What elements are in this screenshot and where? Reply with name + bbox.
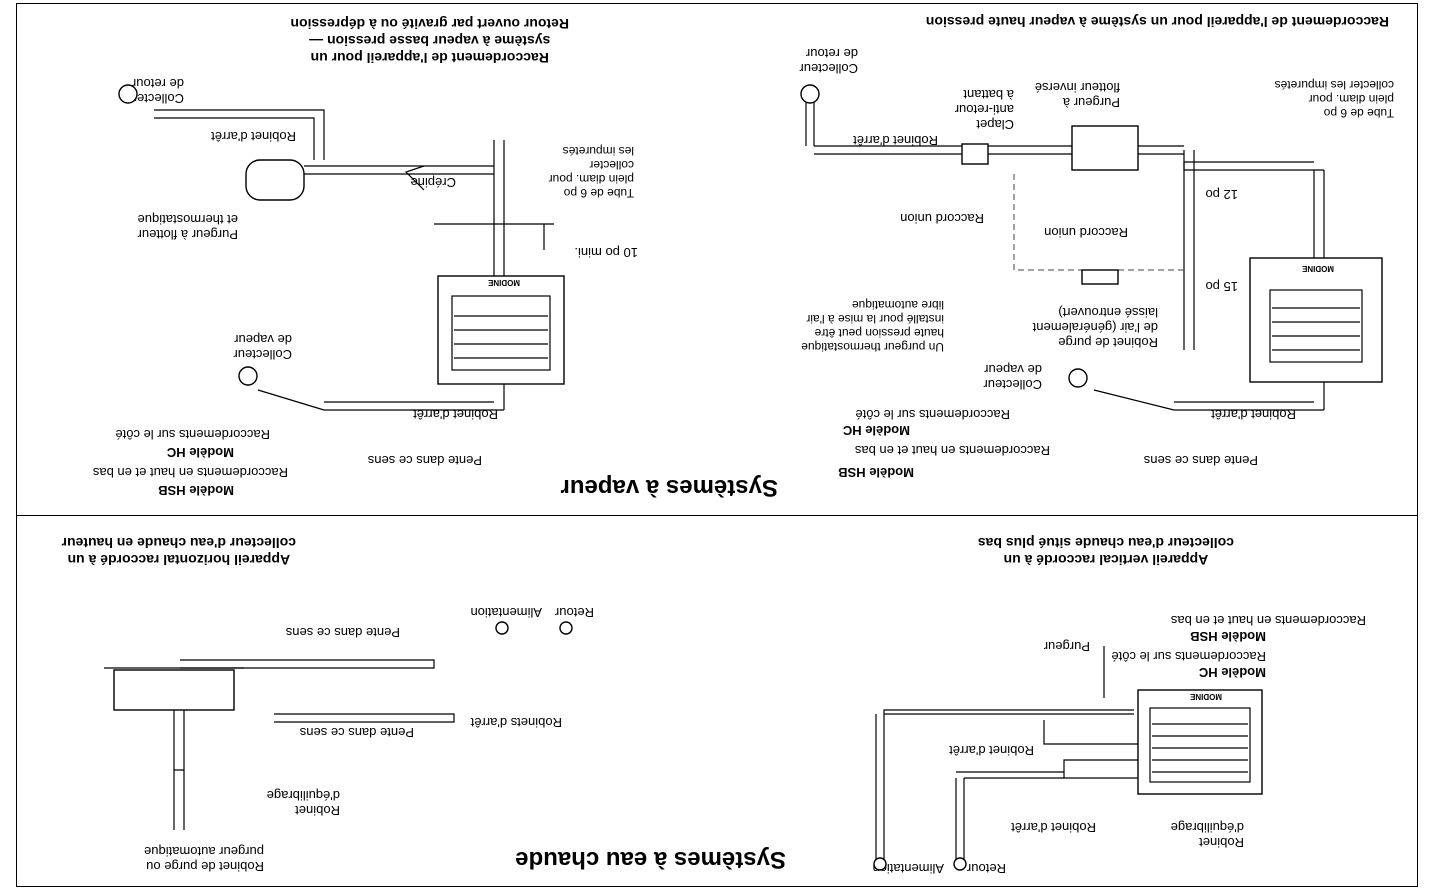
- st-left-unit-heater: MODINE: [1249, 257, 1383, 383]
- st-left-pipes: [800, 84, 1325, 411]
- hw-left-unit-heater: MODINE: [1137, 689, 1263, 795]
- hw-left-pipes: [873, 646, 1138, 871]
- hw-right-unit-heater: [104, 621, 573, 830]
- st-right-unit-heater: MODINE: [437, 275, 565, 385]
- st-left-brand-logo: MODINE: [1301, 264, 1334, 273]
- hw-brand-logo: MODINE: [1189, 692, 1222, 701]
- st-right-pipes: [118, 84, 554, 411]
- st-right-brand-logo: MODINE: [487, 278, 520, 287]
